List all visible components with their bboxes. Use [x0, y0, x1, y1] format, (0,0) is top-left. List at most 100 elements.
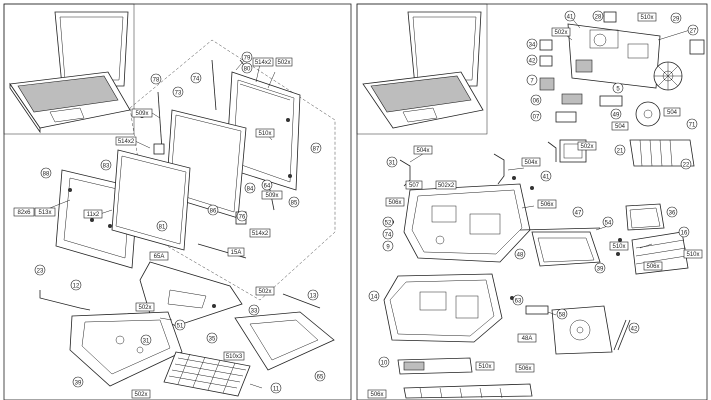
svg-text:510x: 510x [686, 252, 699, 258]
svg-text:29: 29 [673, 17, 680, 23]
motherboard [567, 23, 661, 89]
svg-text:14: 14 [371, 295, 378, 301]
svg-text:63: 63 [515, 299, 522, 305]
svg-text:58: 58 [559, 313, 566, 319]
svg-text:82x6: 82x6 [17, 210, 31, 216]
callout-502x-b: 502x [577, 141, 597, 151]
right-panel-frame [356, 3, 708, 400]
callout-58: 58 [556, 308, 568, 320]
callout-504x-b: 504x [521, 157, 541, 167]
callout-506x-b: 506x [537, 199, 557, 209]
svg-text:10: 10 [381, 361, 388, 367]
callout-65: 65 [314, 370, 326, 382]
callout-87: 87 [310, 142, 322, 154]
svg-text:502x: 502x [554, 30, 567, 36]
battery [397, 357, 473, 375]
svg-text:52: 52 [385, 221, 392, 227]
callout-48a: 48A [517, 333, 537, 343]
callout-510x-a: 510x [255, 128, 275, 138]
svg-text:506x: 506x [388, 200, 401, 206]
lcd-glass [111, 149, 191, 251]
svg-text:34: 34 [529, 43, 536, 49]
callout-82x6: 82x6 [13, 207, 35, 217]
svg-text:504: 504 [615, 124, 626, 130]
callout-42-b: 42 [628, 322, 640, 334]
svg-text:28: 28 [595, 15, 602, 21]
svg-text:510x: 510x [478, 364, 491, 370]
svg-text:9: 9 [386, 245, 390, 251]
callout-35: 35 [206, 332, 218, 344]
callout-10: 10 [378, 356, 390, 368]
svg-text:85: 85 [291, 201, 298, 207]
svg-text:22: 22 [683, 163, 690, 169]
callout-42-a: 42 [526, 54, 538, 66]
bezel-strip [525, 305, 631, 351]
callout-33: 33 [248, 304, 260, 316]
callout-80: 80 [241, 62, 253, 74]
svg-text:513x: 513x [38, 210, 51, 216]
callout-513x: 513x [34, 207, 56, 217]
callout-76: 76 [236, 210, 248, 222]
svg-text:21: 21 [617, 149, 624, 155]
svg-text:64: 64 [264, 184, 271, 190]
svg-text:504x: 504x [416, 148, 429, 154]
svg-text:502x: 502x [138, 305, 151, 311]
callout-510x-a: 510x [637, 12, 657, 22]
callout-13: 13 [307, 289, 319, 301]
callout-49: 49 [610, 108, 622, 120]
strip-13 [282, 293, 321, 309]
callout-88: 88 [40, 167, 52, 179]
callout-27: 27 [687, 24, 699, 36]
svg-text:65A: 65A [154, 254, 165, 260]
svg-text:507: 507 [409, 183, 420, 189]
callout-31: 31 [140, 334, 152, 346]
cooling-fan [653, 61, 683, 91]
svg-text:87: 87 [313, 147, 320, 153]
callout-79: 79 [241, 51, 253, 63]
svg-text:36: 36 [669, 211, 676, 217]
svg-text:506x: 506x [646, 264, 659, 270]
callout-16: 16 [678, 226, 690, 238]
callout-514x2-b: 514x2 [115, 136, 137, 146]
callout-74: 74 [190, 72, 202, 84]
callout-47: 47 [572, 206, 584, 218]
svg-text:74: 74 [193, 77, 200, 83]
callout-12: 12 [70, 279, 82, 291]
odd-assembly [551, 305, 613, 355]
svg-text:41: 41 [567, 15, 574, 21]
svg-text:502x: 502x [580, 144, 593, 150]
svg-text:509x: 509x [135, 111, 148, 117]
callout-7: 7 [526, 74, 538, 86]
small-modules [539, 11, 705, 163]
svg-text:514x2: 514x2 [255, 60, 272, 66]
left-panel-frame [3, 3, 352, 400]
callout-83: 83 [100, 159, 112, 171]
left-panel: 79 514x2 502x 80 74 78 73 509x 514x2 510… [3, 3, 336, 399]
svg-text:11x2: 11x2 [87, 212, 100, 218]
callout-73: 73 [172, 86, 184, 98]
callout-509x-a: 509x [131, 108, 153, 118]
callout-39-r: 39 [594, 262, 606, 274]
callout-23: 23 [34, 264, 46, 276]
svg-text:88: 88 [43, 172, 50, 178]
callout-54: 54 [602, 216, 614, 228]
callout-78: 78 [150, 73, 162, 85]
svg-text:47: 47 [575, 211, 582, 217]
svg-text:31: 31 [143, 339, 150, 345]
callout-509x-b: 509x [261, 190, 283, 200]
svg-text:23: 23 [37, 269, 44, 275]
optical-drive [531, 231, 601, 267]
svg-text:35: 35 [209, 337, 216, 343]
svg-text:514x2: 514x2 [252, 231, 269, 237]
svg-text:502x: 502x [258, 289, 271, 295]
callout-29: 29 [670, 12, 682, 24]
callout-504-a: 504 [663, 107, 681, 117]
callout-504-b: 504 [611, 121, 629, 131]
callout-07: 07 [530, 110, 542, 122]
callout-86: 86 [207, 204, 219, 216]
callout-11x2: 11x2 [83, 209, 103, 219]
svg-text:76: 76 [239, 215, 246, 221]
svg-text:510x: 510x [640, 15, 653, 21]
svg-text:5: 5 [616, 87, 620, 93]
laptop-thumbnail-left [3, 3, 135, 135]
